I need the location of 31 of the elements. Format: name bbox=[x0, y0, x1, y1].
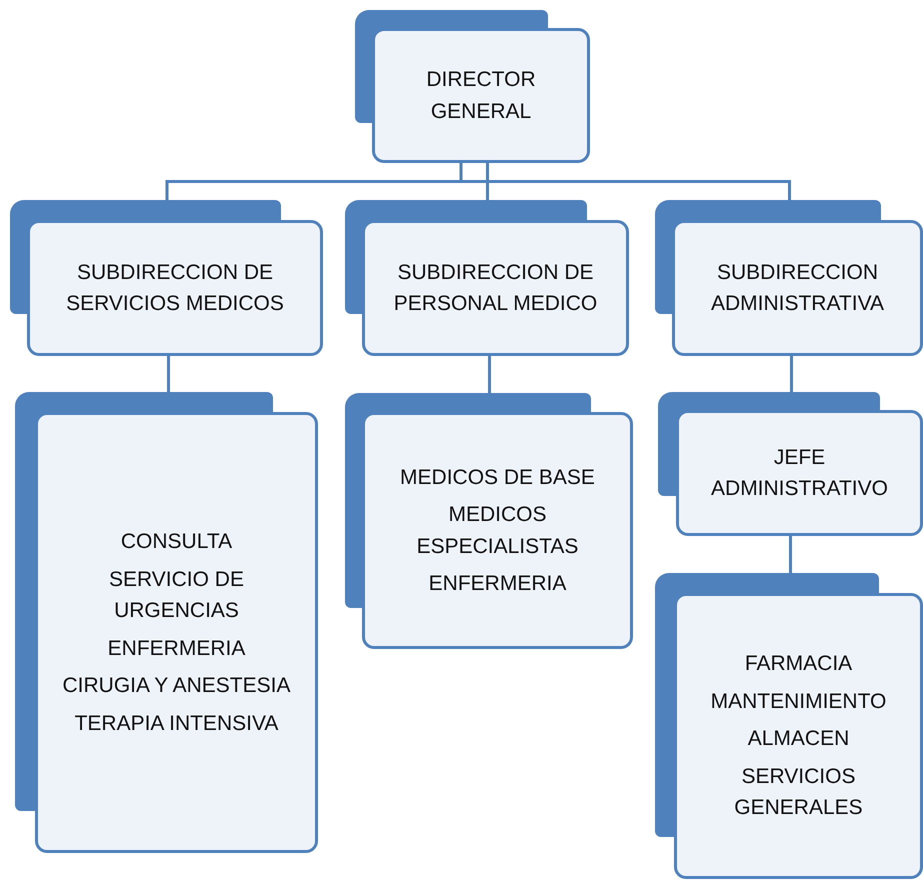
node-label: MEDICOS ESPECIALISTAS bbox=[416, 502, 580, 560]
node-label: CIRUGIA Y ANESTESIA bbox=[62, 673, 290, 699]
connector-line bbox=[460, 163, 791, 200]
node-label: SUBDIRECCION DE PERSONAL MEDICO bbox=[392, 260, 598, 317]
node-label: DIRECTOR GENERAL bbox=[425, 67, 537, 124]
connector-line bbox=[488, 356, 491, 393]
org-card bbox=[655, 200, 923, 356]
node-label: MANTENIMIENTO bbox=[710, 688, 886, 715]
node-label: SERVICIO DE URGENCIAS bbox=[108, 566, 245, 624]
node-label: SUBDIRECCION ADMINISTRATIVA bbox=[710, 260, 886, 317]
node-label: ENFERMERIA bbox=[108, 636, 246, 662]
node-label: ALMACEN bbox=[748, 726, 850, 752]
org-card bbox=[345, 393, 633, 649]
org-card bbox=[355, 10, 590, 163]
node-label: CONSULTA bbox=[120, 529, 232, 555]
org-card bbox=[15, 392, 318, 853]
org-card bbox=[10, 200, 323, 356]
connector-line bbox=[789, 536, 792, 573]
node-label: SUBDIRECCION DE SERVICIOS MEDICOS bbox=[65, 260, 285, 317]
node-label: MEDICOS DE BASE bbox=[400, 464, 595, 490]
connector-line bbox=[167, 356, 170, 392]
node-label: ENFERMERIA bbox=[428, 571, 566, 597]
connector-line bbox=[486, 163, 489, 200]
org-card bbox=[658, 392, 923, 536]
node-label: FARMACIA bbox=[744, 651, 852, 678]
org-card bbox=[345, 200, 629, 356]
node-label: JEFE ADMINISTRATIVO bbox=[710, 444, 889, 502]
node-label: TERAPIA INTENSIVA bbox=[74, 710, 278, 736]
org-card bbox=[655, 573, 923, 879]
node-label: SERVICIOS GENERALES bbox=[733, 764, 864, 822]
connector-line bbox=[790, 356, 793, 392]
